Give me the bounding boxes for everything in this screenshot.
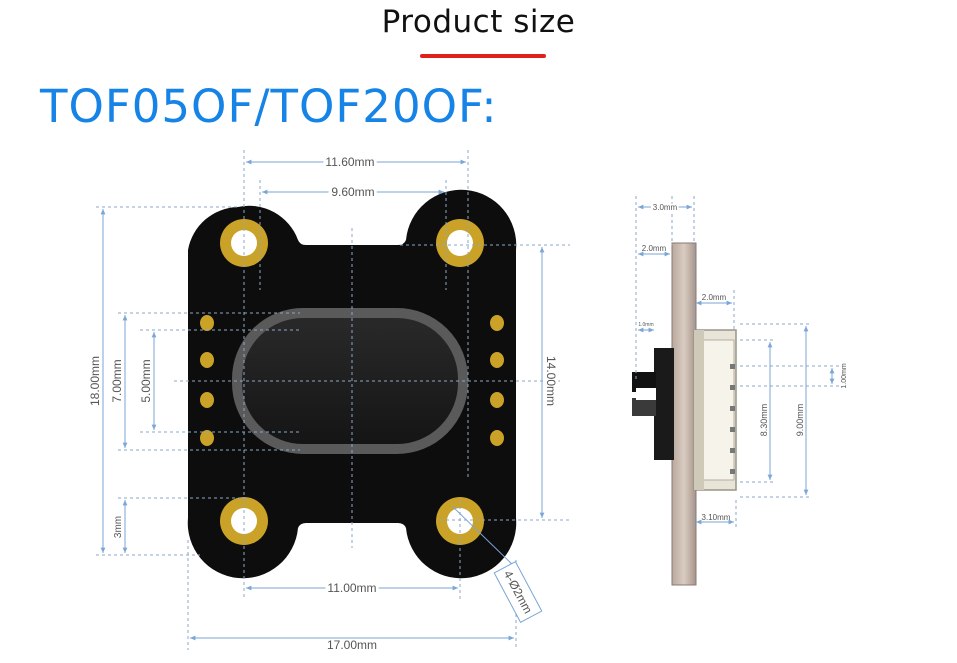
dim-small-depth: 1.0mm — [638, 322, 653, 328]
dim-width-inner: 9.60mm — [331, 185, 374, 199]
hole-dia-callout: 4-Ø2mm — [493, 560, 543, 624]
solder-pads-right — [490, 315, 504, 446]
section-heading: Product size — [381, 4, 576, 40]
dim-width-outer: 11.60mm — [325, 155, 374, 169]
front-view: 11.60mm 9.60mm 18.00mm 14.00mm 7.00mm 5.… — [85, 150, 570, 652]
dim-lens-height: 5.00mm — [139, 359, 153, 402]
dim-board-depth: 2.0mm — [642, 244, 667, 253]
dim-height-inner: 14.00mm — [544, 356, 558, 406]
dim-total-depth: 3.0mm — [653, 203, 678, 212]
connector-pins — [730, 364, 735, 474]
dim-pin-span: 8.30mm — [759, 404, 769, 437]
dim-hole-spacing: 11.00mm — [327, 581, 376, 595]
dim-height-total: 18.00mm — [88, 356, 102, 406]
side-lens-body — [654, 348, 674, 460]
side-plate — [671, 242, 697, 586]
dim-width-total: 17.00mm — [327, 638, 377, 652]
leader-hole-dia — [451, 505, 517, 569]
solder-pads-left — [200, 315, 214, 446]
dim-connector-width: 3.10mm — [702, 513, 731, 522]
heading-underline — [420, 54, 546, 58]
dim-edge-offset: 3mm — [113, 516, 124, 538]
model-title: TOF05OF/TOF20OF: — [40, 80, 498, 133]
dim-connector-height: 9.00mm — [795, 404, 805, 437]
dim-pitch: 1.00mm — [841, 363, 848, 388]
side-view: 3.0mm 2.0mm 2.0mm 1.0mm 1.00mm 8.30mm 9.… — [632, 196, 848, 586]
dim-pad-span: 7.00mm — [110, 359, 124, 402]
mounting-hole — [436, 219, 484, 267]
mounting-hole — [220, 497, 268, 545]
dim-connector-depth: 2.0mm — [702, 293, 727, 302]
